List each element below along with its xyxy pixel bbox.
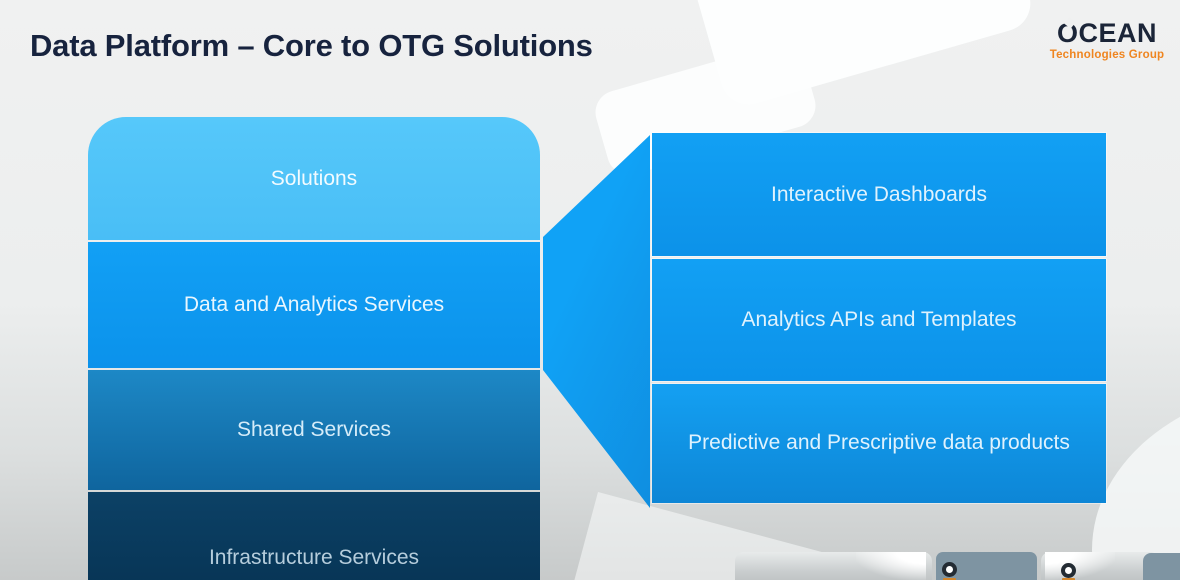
console-label-mark [1062, 578, 1075, 580]
console-knob-icon [1061, 563, 1076, 578]
logo-wordmark-rest: CEAN [1078, 18, 1158, 48]
console-label-mark [943, 578, 956, 580]
output-list: Interactive Dashboards Analytics APIs an… [652, 133, 1106, 506]
stack-layer-data-analytics: Data and Analytics Services [88, 242, 540, 368]
console-knob-icon [942, 562, 957, 577]
stack-layer-solutions: Solutions [88, 117, 540, 240]
console-key [1143, 553, 1180, 580]
logo-tagline: Technologies Group [1049, 49, 1165, 61]
output-box-dashboards: Interactive Dashboards [652, 133, 1106, 256]
output-label: Analytics APIs and Templates [741, 308, 1017, 331]
flow-connector-arrow [543, 135, 650, 508]
output-box-apis-templates: Analytics APIs and Templates [652, 259, 1106, 381]
logo-o-wave-icon: O [1056, 18, 1079, 48]
output-box-predictive-products: Predictive and Prescriptive data product… [652, 384, 1106, 503]
logo-wordmark: OCEAN [1041, 20, 1173, 47]
stack-layer-label: Shared Services [236, 418, 392, 441]
stack-layer-infrastructure: Infrastructure Services [88, 492, 540, 580]
stack-layer-label: Infrastructure Services [208, 546, 420, 569]
console-key [735, 552, 932, 580]
stack-layer-label: Data and Analytics Services [183, 293, 445, 316]
output-label: Interactive Dashboards [771, 182, 987, 206]
stack-layer-label: Solutions [270, 166, 358, 190]
slide-title: Data Platform – Core to OTG Solutions [30, 28, 593, 63]
console-key [1041, 552, 1159, 580]
stack-layer-shared-services: Shared Services [88, 370, 540, 490]
company-logo: OCEAN Technologies Group [1041, 20, 1173, 62]
platform-stack: Solutions Data and Analytics Services Sh… [88, 117, 540, 580]
output-label: Predictive and Prescriptive data product… [688, 431, 1070, 455]
